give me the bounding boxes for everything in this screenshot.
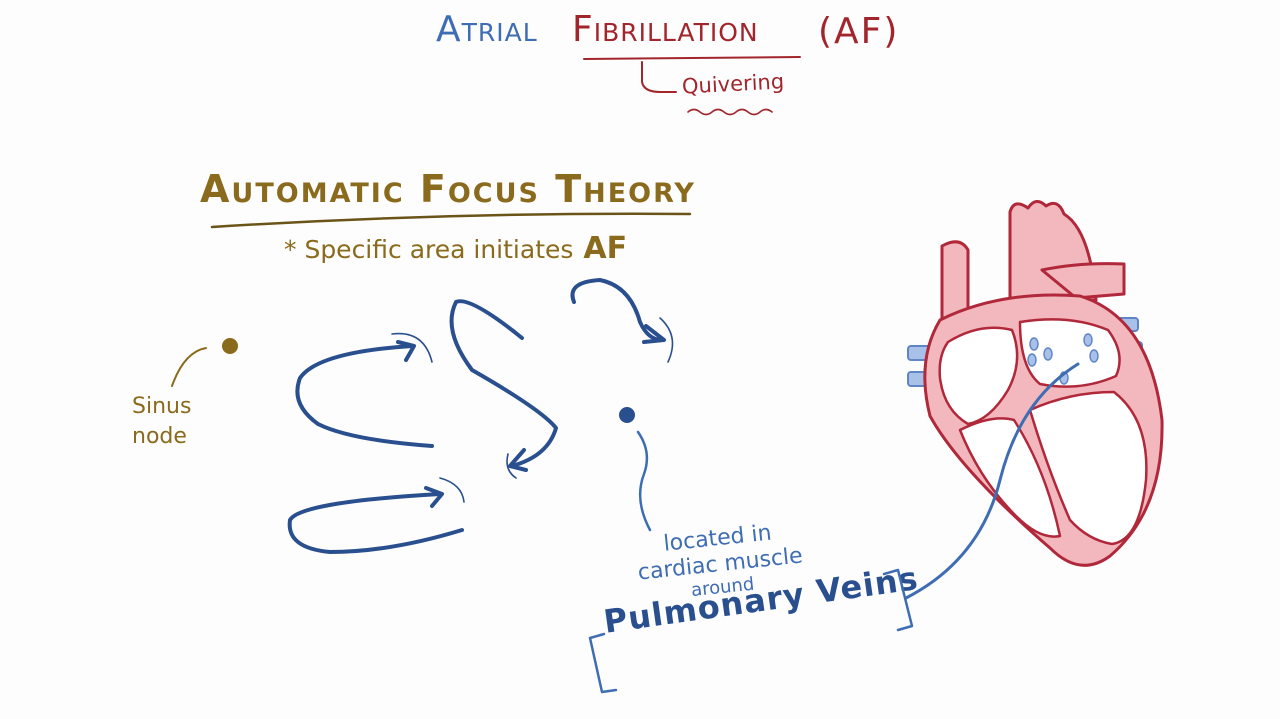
sinus-node-label: Sinus node xyxy=(132,394,192,449)
title-atrial: Atrial xyxy=(436,9,538,50)
arrow-top-left xyxy=(295,344,434,448)
arrowhead-top-right xyxy=(642,324,666,344)
wavefront-ripples xyxy=(391,317,674,503)
theory-note-text: * Specific area initiates xyxy=(284,235,574,264)
ectopic-focus-dot-icon xyxy=(619,407,635,423)
title-underline xyxy=(583,56,801,116)
arrowhead-bottom xyxy=(424,486,444,508)
arrowhead-top-left xyxy=(396,340,416,362)
ectopic-focus-leader xyxy=(636,430,652,532)
theory-note: * Specific area initiates AF xyxy=(284,234,627,264)
veins-bracket xyxy=(588,568,914,694)
theory-heading: Automatic Focus Theory xyxy=(200,167,696,211)
title-fibrillation: Fibrillation xyxy=(572,9,759,50)
wavefront-arrows xyxy=(287,278,666,554)
theory-underline xyxy=(210,212,692,229)
veins-pointer-line xyxy=(904,362,1080,600)
sinus-node-dot-icon xyxy=(222,338,238,354)
arrow-center xyxy=(449,299,558,468)
heart-icon xyxy=(907,200,1164,567)
arrow-bottom xyxy=(287,492,464,554)
arrow-top-right xyxy=(570,278,664,342)
sinus-node-leader xyxy=(171,347,207,387)
theory-note-emphasis: AF xyxy=(583,231,628,266)
title-abbreviation: (AF) xyxy=(818,11,900,52)
arrowhead-center xyxy=(508,448,528,472)
